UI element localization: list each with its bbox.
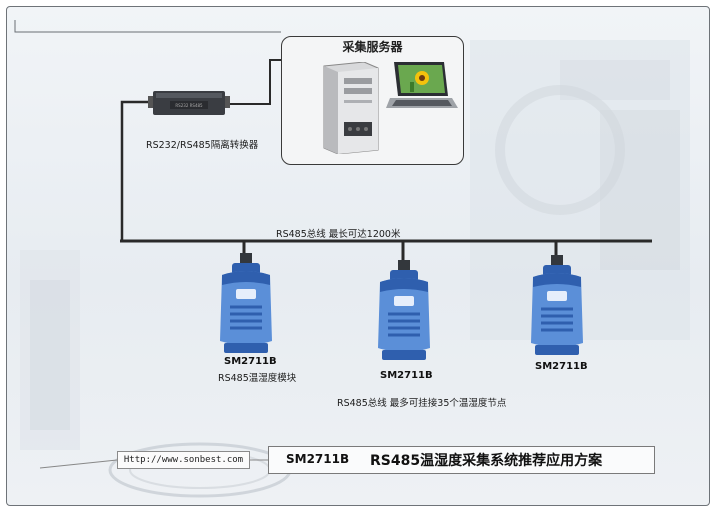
server-title: 采集服务器 [342,40,403,54]
url-connector-line [39,459,118,469]
bus-label: RS485总线 最长可达1200米 [276,229,401,240]
diagram-title: RS485温湿度采集系统推荐应用方案 [370,453,603,469]
sensor-1-caption: RS485温湿度模块 [218,373,297,384]
converter-to-bus-line [120,100,150,240]
svg-text:RS232 RS485: RS232 RS485 [175,103,203,108]
title-box [268,446,655,474]
frame-accent-line [14,20,281,33]
title-model: SM2711B [286,452,350,466]
laptop-icon [386,62,458,108]
sensor-2-icon [378,260,430,360]
sensor-3-model: SM2711B [535,361,588,372]
website-url[interactable]: Http://www.sonbest.com [117,451,250,469]
converter-device-icon: RS232 RS485 [148,91,230,115]
pc-tower-icon [323,62,379,154]
bus-note: RS485总线 最多可挂接35个温湿度节点 [337,398,507,409]
sensor-3-icon [531,255,583,355]
sensor-1-icon [220,253,272,353]
sensor-2-model: SM2711B [380,370,433,381]
sensor-1-model: SM2711B [224,356,277,367]
converter-label: RS232/RS485隔离转换器 [146,140,259,151]
